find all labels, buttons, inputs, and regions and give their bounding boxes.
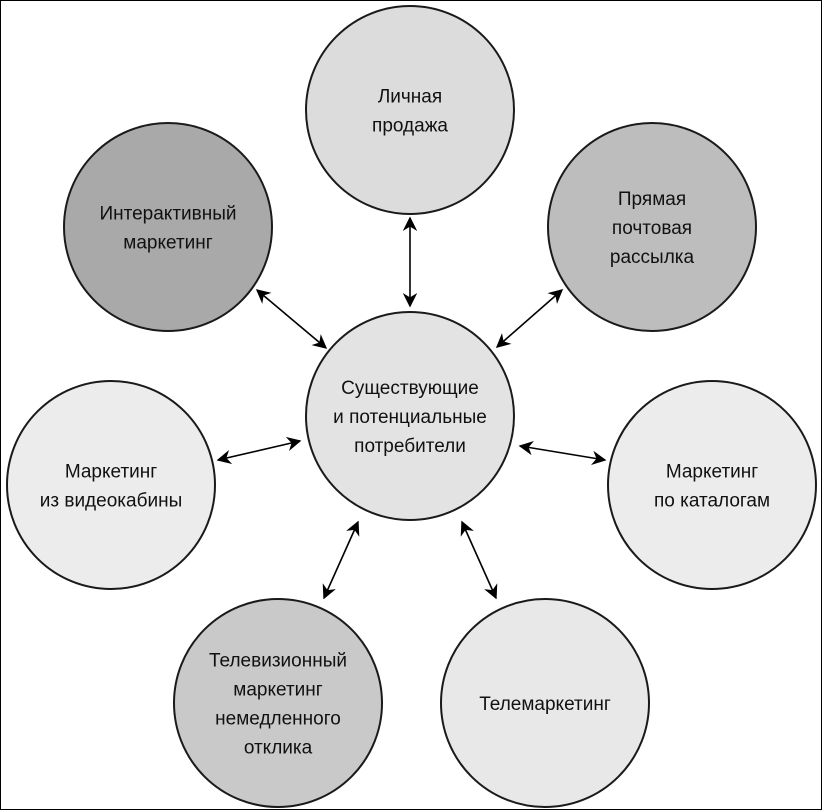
node-personal-selling-label-line-2: продажа (372, 116, 448, 137)
node-kiosk-marketing: Маркетинг из видеокабины (6, 380, 216, 590)
node-direct-mail-label-line-1: Прямая (618, 189, 686, 210)
node-tv-marketing-circle (173, 598, 383, 808)
double-arrow-7 (255, 289, 328, 349)
node-tv-marketing-label-line-1: Телевизионный (209, 651, 347, 672)
node-direct-mail: Прямая почтовая рассылка (547, 122, 757, 332)
node-kiosk-marketing-label-line-1: Маркетинг (65, 462, 157, 483)
connector-arrows (216, 216, 607, 600)
node-interactive-marketing-label-line-2: маркетинг (123, 233, 212, 254)
node-telemarketing-label-line-1: Телемаркетинг (479, 694, 611, 715)
node-tv-marketing-label-line-4: отклика (244, 738, 313, 759)
node-interactive-marketing: Интерактивный маркетинг (63, 122, 273, 332)
node-direct-mail-label-line-2: почтовая (612, 218, 692, 239)
center-node-label-line-2: и потенциальные (333, 407, 487, 428)
node-telemarketing-circle (440, 598, 650, 808)
double-arrow-3 (518, 441, 607, 465)
node-kiosk-marketing-circle (6, 380, 216, 590)
diagram-nodes: Существующие и потенциальные потребители Ли… (6, 5, 817, 808)
node-catalog-marketing: Маркетинг по каталогам (607, 380, 817, 590)
double-arrow-4 (460, 520, 498, 600)
double-arrow-6 (216, 436, 302, 465)
double-arrow-5 (322, 520, 360, 600)
node-catalog-marketing-label-line-2: по каталогам (654, 491, 770, 512)
node-telemarketing: Телемаркетинг (440, 598, 650, 808)
center-node-label-line-3: потребители (354, 436, 466, 457)
node-direct-mail-circle (547, 122, 757, 332)
node-kiosk-marketing-label-line-2: из видеокабины (40, 491, 182, 512)
node-personal-selling: Личная продажа (305, 5, 515, 215)
double-arrow-2 (495, 289, 564, 348)
center-node-circle (305, 311, 515, 521)
node-catalog-marketing-circle (607, 380, 817, 590)
node-catalog-marketing-label-line-1: Маркетинг (666, 462, 758, 483)
center-node: Существующие и потенциальные потребители (305, 311, 515, 521)
node-tv-marketing-label-line-2: маркетинг (233, 680, 322, 701)
node-personal-selling-label-line-1: Личная (378, 87, 442, 108)
node-personal-selling-circle (305, 5, 515, 215)
node-tv-marketing-label-line-3: немедленного (215, 709, 341, 730)
node-direct-mail-label-line-3: рассылка (610, 247, 695, 268)
node-interactive-marketing-label-line-1: Интерактивный (99, 204, 236, 225)
center-node-label-line-1: Существующие (341, 378, 479, 399)
node-tv-marketing: Телевизионный маркетинг немедленного отклик… (173, 598, 383, 808)
node-interactive-marketing-circle (63, 122, 273, 332)
